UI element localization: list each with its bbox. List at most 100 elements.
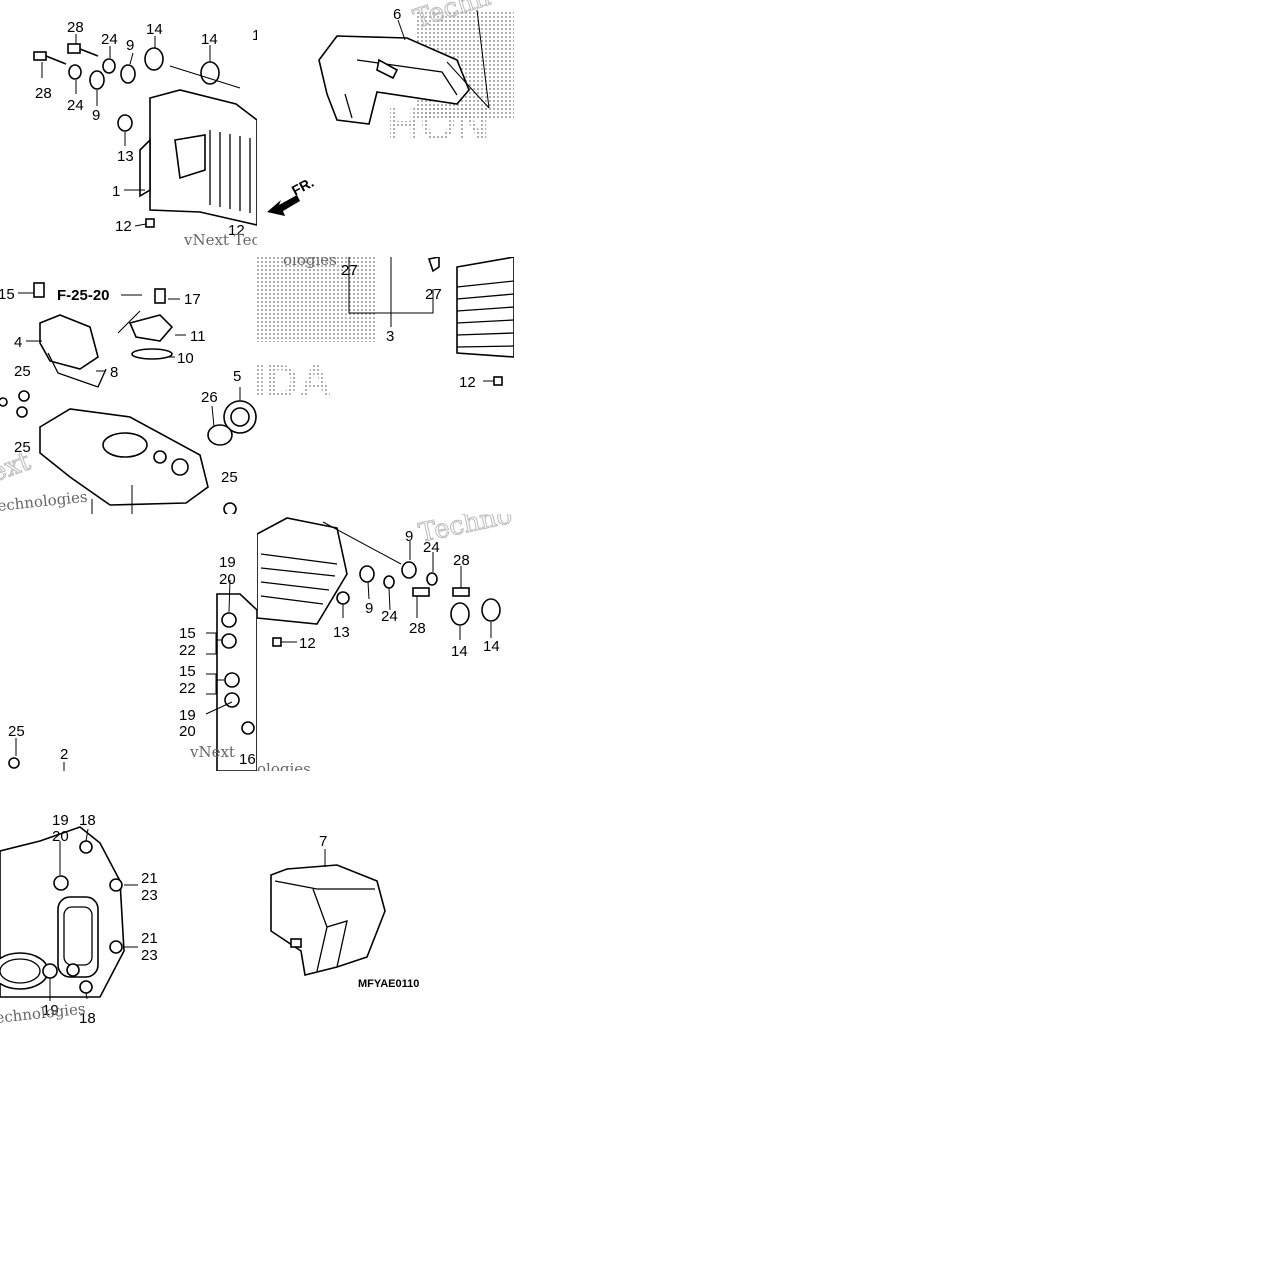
watermark: vNext Tec — [183, 231, 257, 249]
tile-side-cover: 7 MFYAE0110 — [257, 771, 514, 1028]
callout: 12 — [228, 222, 245, 239]
reference-label: F-25-20 — [57, 287, 110, 304]
callout: 13 — [117, 148, 134, 165]
nut-13 — [117, 114, 133, 132]
callout: 1 — [112, 183, 120, 200]
callout: 7 — [319, 833, 327, 850]
o-ring-26 — [207, 424, 233, 446]
gasket-lower-art: 19 20 18 21 23 21 23 19 18 echnologies — [0, 812, 158, 1027]
callout: 10 — [177, 350, 194, 367]
grommet-9b — [120, 64, 136, 84]
callout: 3 — [386, 328, 394, 345]
callout: 6 — [393, 6, 401, 23]
callout: 5 — [233, 368, 241, 385]
bolt-17 — [154, 288, 166, 304]
grommet-9a — [359, 565, 375, 583]
washer-24a — [383, 575, 395, 589]
bolt-15 — [33, 282, 45, 298]
callout: 27 — [341, 262, 358, 279]
callout: 12 — [115, 218, 132, 235]
watermark: echnologies — [0, 488, 88, 514]
callout: 25 — [8, 723, 25, 740]
callout: 14 — [451, 643, 468, 660]
breather-cover-4 — [39, 314, 99, 370]
head-cover-front-art: 28 24 14 9 14 28 24 9 13 1 12 12 1 vNext… — [33, 19, 257, 249]
breather-head-art: 15 F-25-20 17 4 11 10 8 25 5 26 25 25 ex… — [0, 282, 257, 514]
grommet-14b — [481, 598, 501, 622]
bolt-25 — [8, 757, 20, 769]
callout: 28 — [35, 85, 52, 102]
tile-tube-assembly: IDA 27 27 3 12 ologies — [257, 257, 514, 514]
grommet-14a — [450, 602, 470, 626]
front-label: FR. — [289, 174, 316, 199]
watermark: ologies — [257, 760, 311, 771]
bolt-28a — [412, 587, 430, 597]
callout: 25 — [295, 768, 312, 771]
watermark: vNext — [189, 743, 235, 761]
callout: 22 — [179, 642, 196, 659]
watermark: echnologies — [0, 1000, 86, 1027]
washer-24b — [426, 572, 438, 586]
callout: 9 — [92, 107, 100, 124]
callout: 12 — [459, 374, 476, 391]
tile-gasket-lower: 19 20 18 21 23 21 23 19 18 echnologies — [0, 771, 257, 1028]
callout: 8 — [110, 364, 118, 381]
callout: 25 — [14, 439, 31, 456]
gasket-10 — [131, 348, 173, 360]
callout: 20 — [52, 828, 69, 845]
brand-watermark: IDA — [257, 355, 332, 407]
callout: 24 — [423, 539, 440, 556]
callout: 28 — [409, 620, 426, 637]
washer-24b — [102, 58, 116, 74]
front-direction-arrow — [267, 195, 300, 216]
side-cover-art: 7 MFYAE0110 — [270, 833, 419, 990]
callout: 23 — [141, 947, 158, 964]
tube-assembly-art: IDA 27 27 3 12 ologies — [257, 257, 514, 407]
outer-cover-art: HON 6 FR. Techn — [267, 0, 514, 216]
cap-nut-12 — [145, 218, 155, 228]
callout: 28 — [453, 552, 470, 569]
callout: 9 — [126, 37, 134, 54]
washer-24a — [68, 64, 82, 80]
gasket-upper-art: 19 20 15 22 15 22 19 20 25 2 16 vNext — [8, 554, 257, 771]
cover-fins — [260, 553, 338, 605]
grommet-9a — [89, 70, 105, 90]
breather-plate-11 — [128, 314, 174, 342]
callout: 20 — [179, 723, 196, 740]
callout: 19 — [219, 554, 236, 571]
cover-fins — [209, 130, 251, 213]
callout: 25 — [14, 363, 31, 380]
callout: 21 — [141, 870, 158, 887]
cover-7 — [270, 864, 386, 976]
bolt-28a — [33, 51, 67, 65]
grommet-9b — [401, 561, 417, 579]
callout: 21 — [141, 930, 158, 947]
head-cover-6 — [318, 35, 470, 125]
bolt-25b — [16, 406, 28, 418]
tile-head-cover-rear: 9 24 28 9 24 28 13 12 14 14 25 Techno ol… — [257, 514, 514, 771]
callout: 9 — [405, 528, 413, 545]
tube-end-27 — [427, 257, 440, 273]
callout: 26 — [201, 389, 218, 406]
callout: 12 — [299, 635, 316, 652]
bolt-28b — [67, 43, 99, 57]
callout: 9 — [365, 600, 373, 617]
callout: 1 — [252, 27, 257, 44]
callout: 19 — [42, 1002, 59, 1019]
callout: 14 — [146, 21, 163, 38]
callout: 22 — [179, 680, 196, 697]
cap-nut-12 — [493, 376, 503, 386]
watermark: Techno — [416, 514, 514, 549]
callout: 24 — [67, 97, 84, 114]
cylinder-head-cover-2 — [257, 517, 348, 625]
callout: 13 — [333, 624, 350, 641]
tile-gasket-upper: 19 20 15 22 15 22 19 20 25 2 16 vNext — [0, 514, 257, 771]
callout: 14 — [483, 638, 500, 655]
callout: 25 — [221, 469, 238, 486]
callout: 14 — [201, 31, 218, 48]
bolt-25a — [18, 390, 30, 402]
callout: 16 — [239, 751, 256, 768]
callout: 19 — [52, 812, 69, 829]
callout: 18 — [79, 1010, 96, 1027]
